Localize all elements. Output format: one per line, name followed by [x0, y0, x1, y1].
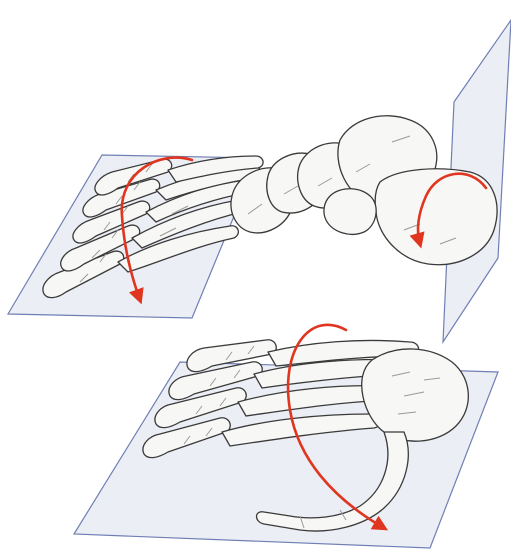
illustration-canvas: [0, 0, 511, 549]
anatomy-illustration: [0, 0, 511, 549]
